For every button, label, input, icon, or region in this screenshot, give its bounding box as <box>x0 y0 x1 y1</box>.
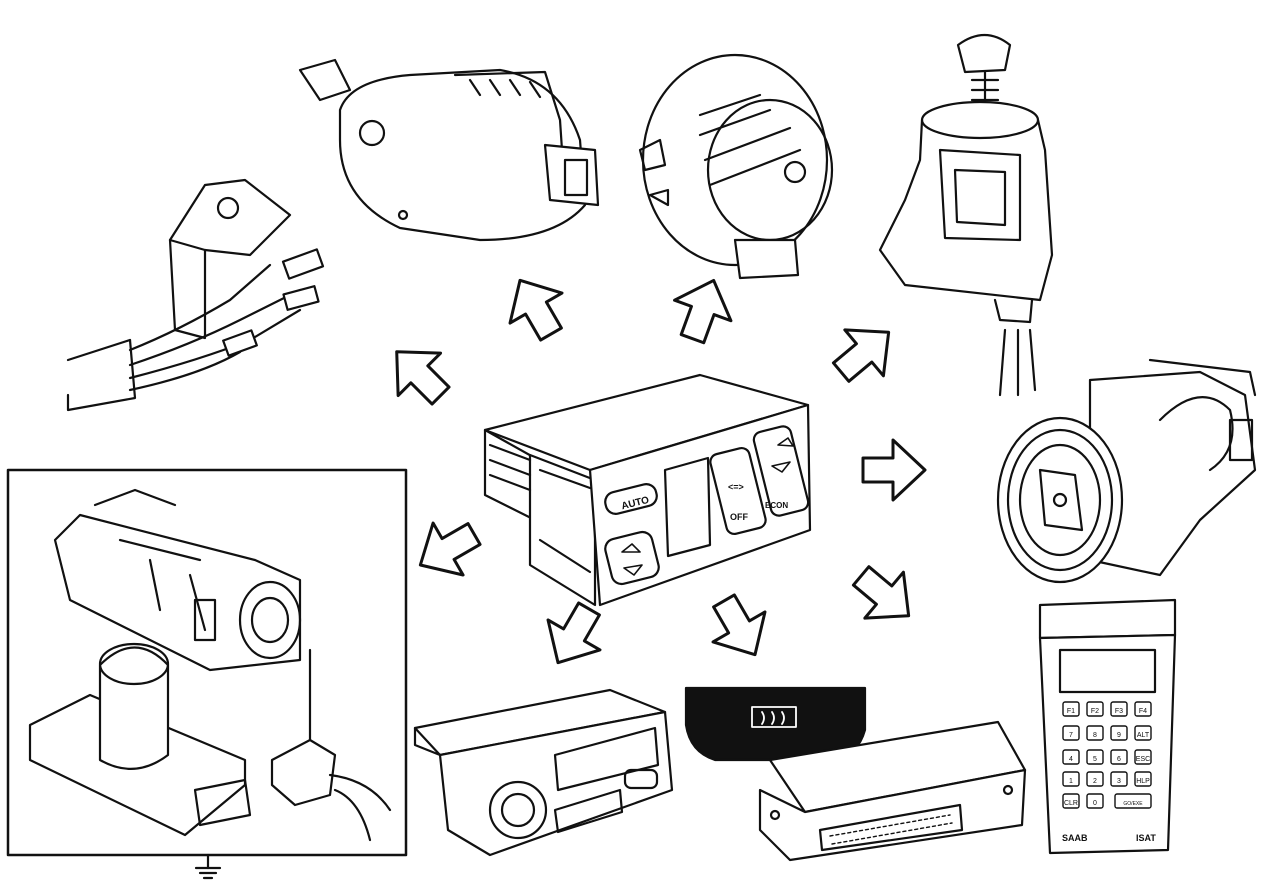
arrow-to-connector-top-left <box>374 329 464 419</box>
isat-diagnostic-tool: SAAB ISAT <box>1038 598 1177 855</box>
isat-key-label: CLR <box>1064 800 1078 807</box>
electronic-control-module <box>758 720 1027 862</box>
svg-text:ECON: ECON <box>765 501 788 510</box>
isat-key-label: HLP <box>1136 778 1150 785</box>
arrow-to-sensor-box <box>403 506 491 593</box>
isat-key-label: 4 <box>1069 756 1073 763</box>
arrow-to-compressor <box>861 438 927 502</box>
auto-button: AUTO <box>604 483 658 515</box>
blend-door-actuator-motor <box>298 58 600 242</box>
isat-key-label: 5 <box>1093 756 1097 763</box>
isat-display <box>1058 648 1157 694</box>
svg-text:<=>: <=> <box>728 482 744 492</box>
arrow-to-ignition-switch <box>820 307 910 397</box>
ignition-switch <box>878 33 1054 397</box>
isat-keypad <box>1062 701 1152 809</box>
arrow-to-ecu <box>696 584 783 672</box>
sensor-inset <box>6 468 408 880</box>
wiring-connector <box>66 178 325 412</box>
isat-key-label: F2 <box>1091 708 1099 715</box>
arrow-to-radio <box>530 592 617 680</box>
ac-compressor <box>996 358 1257 584</box>
arrow-to-actuator-2 <box>662 268 744 351</box>
isat-key-label: F3 <box>1115 708 1123 715</box>
isat-key-label: F4 <box>1139 708 1147 715</box>
isat-key-label: 6 <box>1117 756 1121 763</box>
rear-defrost-indicator-panel <box>684 686 867 762</box>
isat-key-label: 7 <box>1069 732 1073 739</box>
isat-brand: SAAB <box>1062 833 1088 843</box>
climate-control-unit: AUTO <=> OFF ECON <box>483 373 812 607</box>
isat-key-label: 3 <box>1117 778 1121 785</box>
arrow-to-actuator-1 <box>492 263 579 351</box>
radio-head-unit <box>413 688 674 857</box>
svg-text:OFF: OFF <box>730 512 748 522</box>
isat-key-label: F1 <box>1067 708 1075 715</box>
isat-key-label: 2 <box>1093 778 1097 785</box>
air-distribution-actuator-motor <box>638 53 834 280</box>
isat-name: ISAT <box>1136 833 1156 843</box>
arrow-to-diagnostic-tool <box>840 551 930 641</box>
isat-key-label: GO/EXE <box>1123 801 1143 807</box>
isat-key-label: 1 <box>1069 778 1073 785</box>
isat-key-label: ALT <box>1137 732 1150 739</box>
isat-key-label: 0 <box>1093 800 1097 807</box>
rear-defrost-icon <box>751 706 797 728</box>
isat-key-label: 8 <box>1093 732 1097 739</box>
isat-key-label: 9 <box>1117 732 1121 739</box>
isat-key-label: ESC <box>1136 756 1150 763</box>
